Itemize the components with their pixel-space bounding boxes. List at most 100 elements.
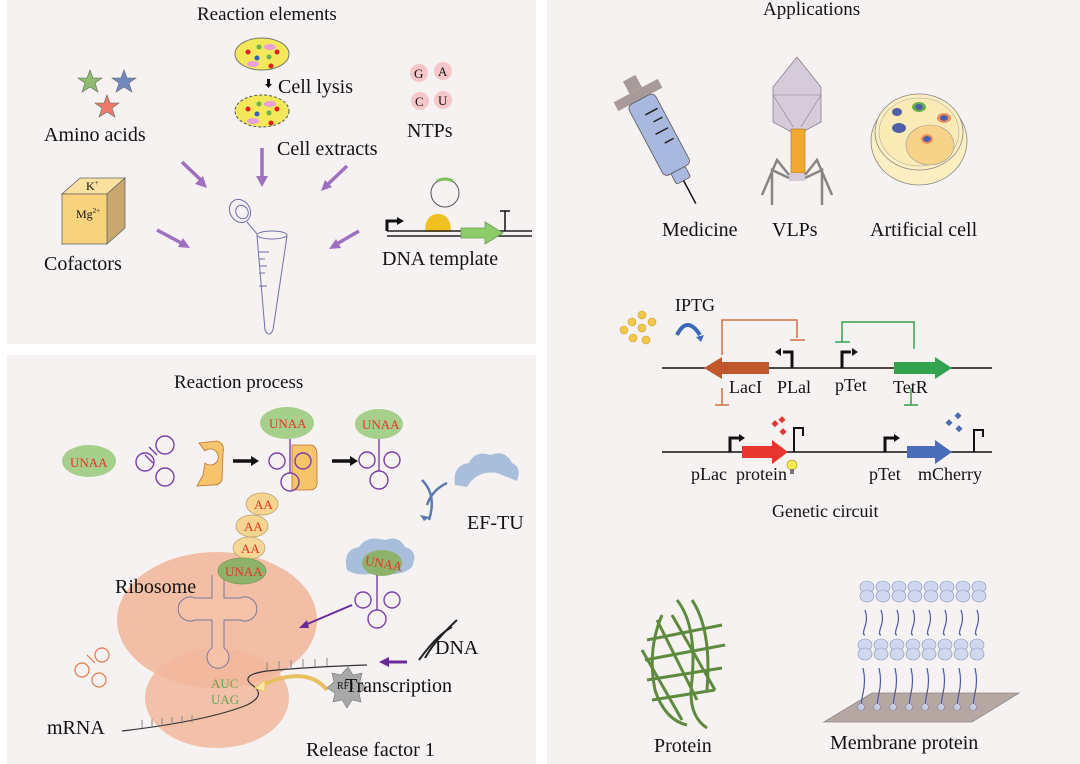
aa-bead <box>245 492 279 516</box>
transcription-label: Transcription <box>345 675 453 697</box>
ntp-base-a: A <box>438 64 448 79</box>
unaa-label: UNAA <box>362 417 400 432</box>
rf1-star-icon <box>326 666 368 709</box>
ntp-base-u: U <box>438 93 448 108</box>
panel-title: Applications <box>763 0 861 20</box>
mg-symbol: Mg <box>76 207 93 221</box>
ribosome-label: Ribosome <box>115 576 197 598</box>
syringe-icon <box>613 74 697 204</box>
anchor-dot <box>921 703 929 711</box>
aa-label: AA <box>254 497 273 512</box>
iptg-molecules-icon <box>619 310 657 345</box>
lipid-head <box>971 589 987 603</box>
ntps-label: NTPs <box>407 120 453 142</box>
lipid-head <box>953 647 969 661</box>
mg-charge: 2+ <box>92 207 101 215</box>
synthetase-complex-icon <box>291 444 318 491</box>
lipid-head <box>905 647 921 661</box>
anchor-dot <box>937 703 945 711</box>
ribosome-small-subunit <box>145 648 289 748</box>
unaa-label: UNAA <box>70 455 108 470</box>
lipid-tail <box>862 609 868 636</box>
lipid-tail <box>974 609 980 636</box>
lysis-arrow-icon <box>265 79 272 88</box>
tetr-gene <box>894 357 952 379</box>
k-symbol: K <box>86 179 95 193</box>
anchor-dot <box>969 703 977 711</box>
flow-arrows <box>233 456 358 466</box>
unaa-eftu <box>362 550 402 576</box>
cell-lysis-label: Cell lysis <box>278 76 354 98</box>
anchor-dot <box>873 703 881 711</box>
ribosome-trna-icon <box>177 575 258 669</box>
mrna-label: mRNA <box>47 717 105 739</box>
lipid-tail <box>878 609 884 636</box>
ef-tu-label: EF-TU <box>467 512 524 534</box>
reaction-elements-graphics <box>60 37 532 335</box>
protein-barrel-icon <box>640 599 726 730</box>
cofactor-cube-icon <box>60 177 127 245</box>
membrane-protein-label: Membrane protein <box>830 732 979 754</box>
cell-lysed-icon <box>234 94 290 128</box>
lipid-head <box>921 647 937 661</box>
lipid-head <box>857 647 873 661</box>
dna-template-icon <box>385 177 532 245</box>
trna-charging-icon <box>268 439 312 492</box>
rf1-label: RF1 <box>337 681 355 692</box>
artificial-cell-label: Artificial cell <box>870 219 978 241</box>
anchor-dot <box>953 703 961 711</box>
protein-label: Protein <box>654 735 712 757</box>
genetic-circuit-label: Genetic circuit <box>772 501 879 521</box>
iptg-label: IPTG <box>675 295 715 315</box>
ntp-base-g: G <box>414 66 424 81</box>
ptet-bottom-label: pTet <box>869 464 901 484</box>
potassium-ion: K+ <box>86 179 99 193</box>
lipid-head <box>859 589 875 603</box>
plal-label: PLal <box>777 377 811 397</box>
medicine-label: Medicine <box>662 219 738 241</box>
mrna-strand <box>121 664 368 732</box>
unaa-charged-2 <box>355 409 403 439</box>
lipid-tail <box>942 609 948 636</box>
trna-free-icon <box>74 647 110 688</box>
lipid-head <box>889 647 905 661</box>
cell-intact-icon <box>234 37 290 71</box>
magnesium-ion: Mg2+ <box>76 207 101 221</box>
reaction-process-graphics <box>62 407 519 748</box>
lipid-head <box>891 589 907 603</box>
mrna-bases <box>141 658 328 728</box>
anchor-dot <box>889 703 897 711</box>
codon-uag: UAG <box>211 692 240 707</box>
unaa-label: UNAA <box>269 416 307 431</box>
anchor-dot <box>857 703 865 711</box>
amino-acid-stars-icon <box>77 69 137 118</box>
aa-label: AA <box>244 519 263 534</box>
exchange-arrows-icon <box>421 479 448 521</box>
plac-label: pLac <box>691 464 727 484</box>
laci-gene <box>704 357 769 379</box>
trna-charged-icon <box>358 439 401 490</box>
k-charge: + <box>94 179 99 187</box>
reaction-process-panel: Reaction process UNAA UNAA UNAA AA AA AA… <box>7 355 536 764</box>
vlps-label: VLPs <box>772 219 818 241</box>
ntp-circles-icon <box>410 62 452 110</box>
lipid-head <box>969 647 985 661</box>
artificial-cell-icon <box>870 93 968 186</box>
synthetase-enzyme-icon <box>196 440 224 487</box>
release-factor-label: Release factor 1 <box>306 739 435 761</box>
dna-template-label: DNA template <box>382 248 499 270</box>
panel-title: Reaction elements <box>197 4 337 25</box>
lipid-tail <box>926 609 932 636</box>
mcherry-gene <box>907 440 952 464</box>
lipid-head <box>873 647 889 661</box>
trna-uncharged-icon <box>135 435 175 487</box>
ef-tu-cloud-icon <box>454 453 519 487</box>
protein-gene-label: protein <box>736 464 787 484</box>
lipid-head <box>939 589 955 603</box>
reaction-elements-panel: Reaction elements Amino acids Cell lysis… <box>7 0 536 344</box>
unaa-ribosome <box>217 557 267 585</box>
vlp-phage-icon <box>760 56 834 205</box>
mcherry-label: mCherry <box>918 464 982 484</box>
cell-extracts-label: Cell extracts <box>277 138 378 160</box>
membrane-bilayer-icon <box>822 580 1021 723</box>
